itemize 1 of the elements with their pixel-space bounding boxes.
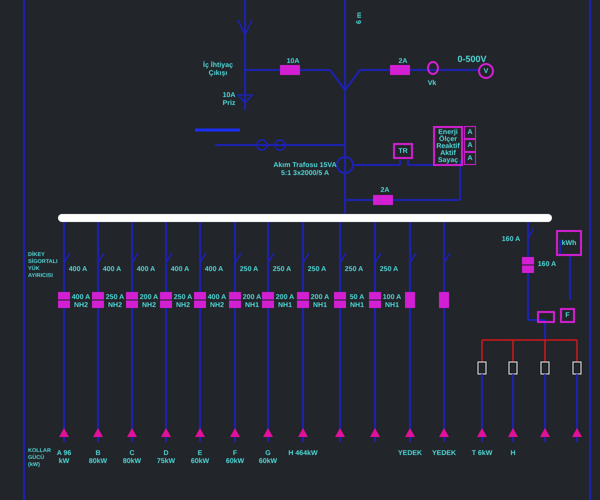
annotation-label: 0-500V: [456, 54, 488, 64]
